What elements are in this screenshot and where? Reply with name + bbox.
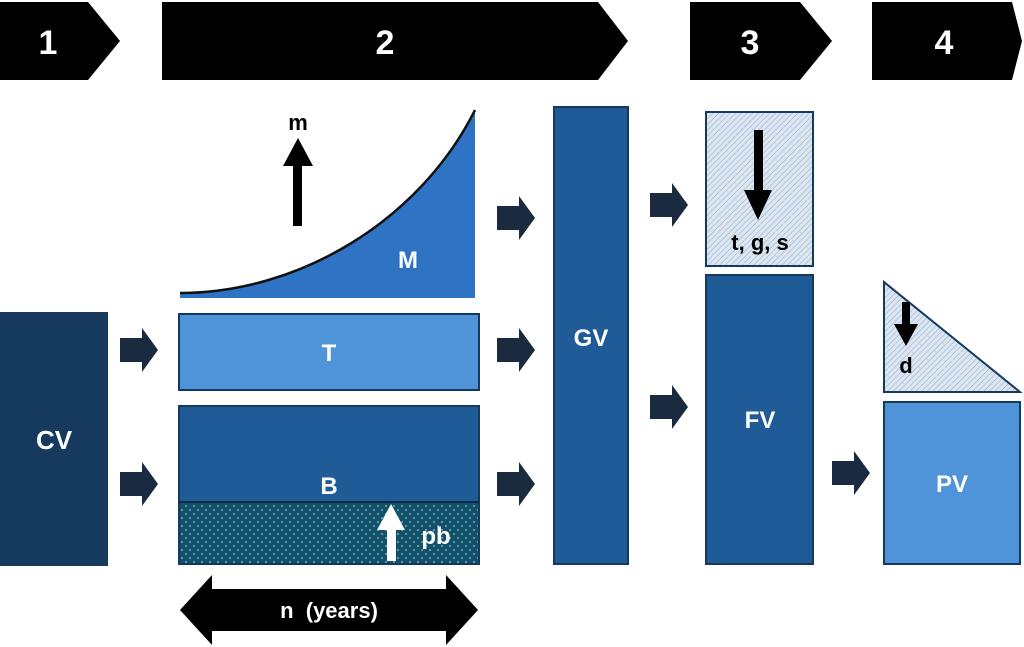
step-4-chevron: 4 (872, 2, 1022, 80)
right-arrow-icon (832, 451, 870, 495)
d-label: d (899, 353, 912, 378)
step-3-chevron: 3 (690, 2, 832, 80)
fv-label: FV (745, 407, 776, 434)
pv-label: PV (936, 471, 968, 498)
right-arrow-icon (650, 183, 688, 227)
gv-block: GV (553, 106, 629, 565)
right-arrow-icon (120, 328, 158, 372)
pv-block: PV (883, 401, 1021, 565)
down-arrow-icon (894, 302, 918, 346)
step-4-label: 4 (935, 24, 954, 62)
step-1-label: 1 (39, 24, 58, 62)
right-arrow-icon (120, 462, 158, 506)
b-bar: B (178, 405, 480, 565)
d-discount-triangle: d (883, 279, 1023, 393)
cv-label: CV (36, 425, 73, 455)
step-3-label: 3 (741, 24, 760, 62)
step-1-chevron: 1 (0, 2, 120, 80)
m-growth-area: M (179, 109, 477, 298)
n-years-label: n (years) (280, 598, 378, 623)
pb-label: pb (421, 523, 450, 550)
right-arrow-icon (497, 196, 535, 240)
t-bar-label: T (322, 340, 337, 367)
m-area-label: M (398, 247, 418, 274)
t-bar: T (178, 313, 480, 391)
m-arrow-label: m (288, 110, 308, 135)
down-arrow-icon (744, 130, 772, 220)
step-2-chevron: 2 (162, 2, 628, 80)
right-arrow-icon (497, 328, 535, 372)
cv-block: CV (0, 312, 108, 566)
right-arrow-icon (497, 462, 535, 506)
tgs-label: t, g, s (731, 230, 788, 255)
gv-label: GV (574, 325, 609, 352)
step-2-label: 2 (376, 24, 395, 62)
up-arrow-icon (283, 138, 313, 226)
fv-block: FV (705, 274, 814, 565)
double-arrow-icon: n (years) (180, 575, 478, 645)
right-arrow-icon (650, 385, 688, 429)
b-bar-label: B (320, 473, 337, 500)
up-arrow-icon (377, 504, 405, 561)
